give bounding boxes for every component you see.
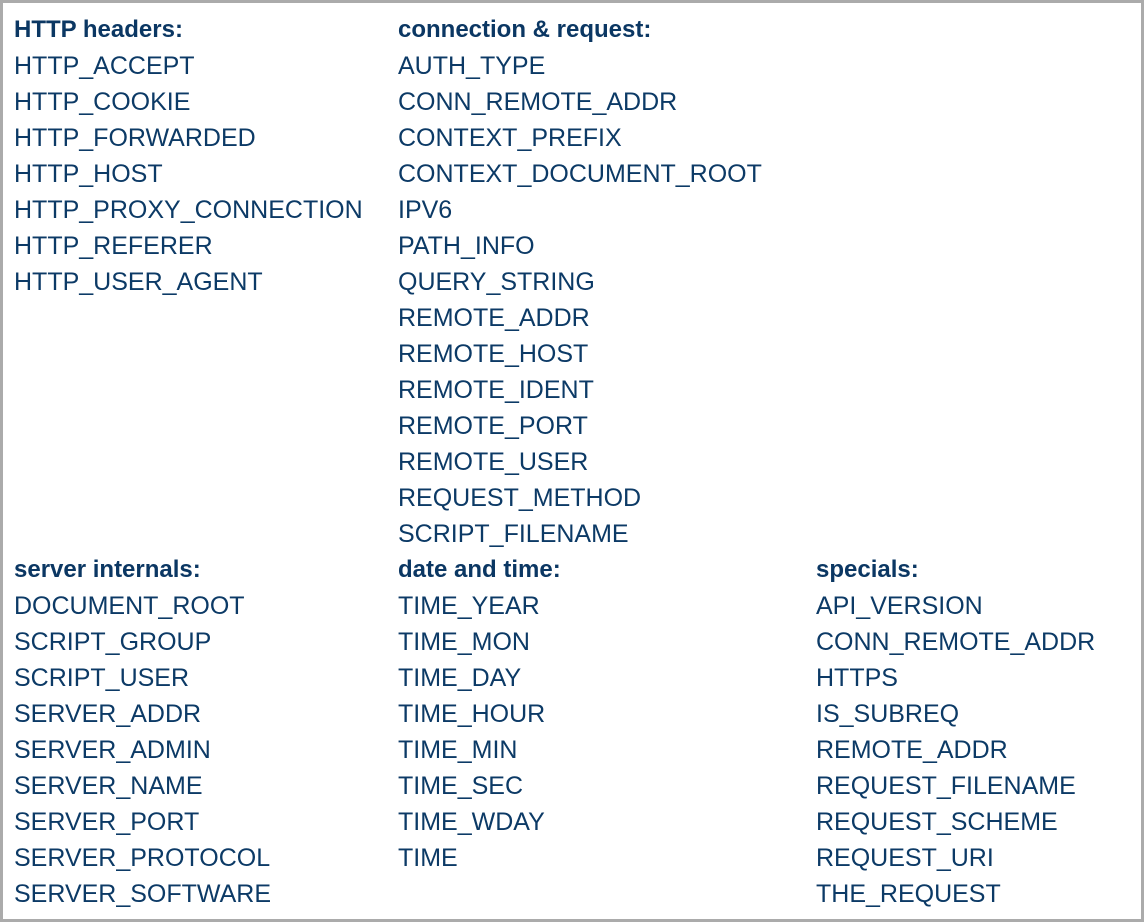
variable-name: IS_SUBREQ [816,700,960,728]
variable-row: REMOTE_USER [3,444,1141,480]
variable-name: QUERY_STRING [398,268,595,296]
variable-row: REMOTE_HOST [3,336,1141,372]
variable-row: HTTP_PROXY_CONNECTION IPV6 [3,192,1141,228]
variable-name: REMOTE_PORT [398,412,588,440]
variable-name: TIME_DAY [398,664,522,692]
variable-name: HTTP_USER_AGENT [14,268,263,296]
variable-name: IPV6 [398,196,453,224]
variable-name: HTTP_FORWARDED [14,124,256,152]
heading-specials: specials: [816,556,919,583]
variable-row: SERVER_PROTOCOL TIME REQUEST_URI [3,840,1141,876]
variable-row: SERVER_NAME TIME_SEC REQUEST_FILENAME [3,768,1141,804]
variable-row: SERVER_ADMIN TIME_MIN REMOTE_ADDR [3,732,1141,768]
variable-name: THE_REQUEST [816,880,1001,908]
variable-name: SERVER_NAME [14,772,203,800]
variable-row: SERVER_ADDR TIME_HOUR IS_SUBREQ [3,696,1141,732]
heading-date-and-time: date and time: [398,556,561,583]
variable-row: REMOTE_IDENT [3,372,1141,408]
variable-name: HTTP_HOST [14,160,163,188]
variable-name: CONN_REMOTE_ADDR [816,628,1096,656]
variable-row: REMOTE_ADDR [3,300,1141,336]
variable-name: SERVER_ADDR [14,700,202,728]
variable-name: CONTEXT_PREFIX [398,124,622,152]
variable-name: DOCUMENT_ROOT [14,592,245,620]
variable-row: SCRIPT_GROUP TIME_MON CONN_REMOTE_ADDR [3,624,1141,660]
heading-http-headers: HTTP headers: [14,16,183,43]
variable-name: AUTH_TYPE [398,52,546,80]
variable-name: SCRIPT_USER [14,664,190,692]
variable-row: REMOTE_PORT [3,408,1141,444]
variable-name: HTTP_REFERER [14,232,213,260]
variable-name: PATH_INFO [398,232,535,260]
variable-row: HTTP_COOKIE CONN_REMOTE_ADDR [3,84,1141,120]
variable-name: REQUEST_METHOD [398,484,642,512]
variable-name: REMOTE_ADDR [398,304,590,332]
variable-name: TIME_WDAY [398,808,545,836]
variable-name: REQUEST_URI [816,844,994,872]
variable-name: SERVER_PORT [14,808,200,836]
section-heading-row-1: HTTP headers: connection & request: [3,12,1141,48]
section-block-2: server internals: date and time: special… [3,552,1141,912]
variable-name: REQUEST_FILENAME [816,772,1076,800]
variable-row: SERVER_PORT TIME_WDAY REQUEST_SCHEME [3,804,1141,840]
variable-name: TIME_YEAR [398,592,540,620]
variable-name: TIME_HOUR [398,700,546,728]
heading-connection-request: connection & request: [398,16,652,43]
variable-row: SCRIPT_FILENAME [3,516,1141,552]
variable-name: REMOTE_HOST [398,340,589,368]
variable-row: SERVER_SOFTWARE THE_REQUEST [3,876,1141,912]
variable-row: HTTP_HOST CONTEXT_DOCUMENT_ROOT [3,156,1141,192]
variable-name: SCRIPT_FILENAME [398,520,629,548]
variable-name: TIME_MON [398,628,530,656]
variable-name: CONTEXT_DOCUMENT_ROOT [398,160,762,188]
variable-name: SERVER_SOFTWARE [14,880,271,908]
variable-name: CONN_REMOTE_ADDR [398,88,678,116]
variable-row: DOCUMENT_ROOT TIME_YEAR API_VERSION [3,588,1141,624]
variable-name: API_VERSION [816,592,983,620]
variable-name: SERVER_PROTOCOL [14,844,271,872]
variable-name: TIME_SEC [398,772,524,800]
variable-row: HTTP_USER_AGENT QUERY_STRING [3,264,1141,300]
variable-row: HTTP_REFERER PATH_INFO [3,228,1141,264]
variable-name: HTTP_COOKIE [14,88,191,116]
variable-name: TIME_MIN [398,736,518,764]
variable-name: REMOTE_ADDR [816,736,1008,764]
variable-name: HTTP_PROXY_CONNECTION [14,196,363,224]
variable-name: REQUEST_SCHEME [816,808,1058,836]
variable-name: SCRIPT_GROUP [14,628,212,656]
variable-name: HTTPS [816,664,898,692]
section-heading-row-2: server internals: date and time: special… [3,552,1141,588]
top-spacer [3,3,1141,12]
variable-row: REQUEST_METHOD [3,480,1141,516]
variable-name: REMOTE_IDENT [398,376,594,404]
variable-row: SCRIPT_USER TIME_DAY HTTPS [3,660,1141,696]
variable-name: REMOTE_USER [398,448,589,476]
heading-server-internals: server internals: [14,556,201,583]
variable-name: HTTP_ACCEPT [14,52,195,80]
variable-row: HTTP_ACCEPT AUTH_TYPE [3,48,1141,84]
variable-name: TIME [398,844,458,872]
variable-row: HTTP_FORWARDED CONTEXT_PREFIX [3,120,1141,156]
variable-name: SERVER_ADMIN [14,736,211,764]
section-block-1: HTTP headers: connection & request: HTTP… [3,12,1141,552]
